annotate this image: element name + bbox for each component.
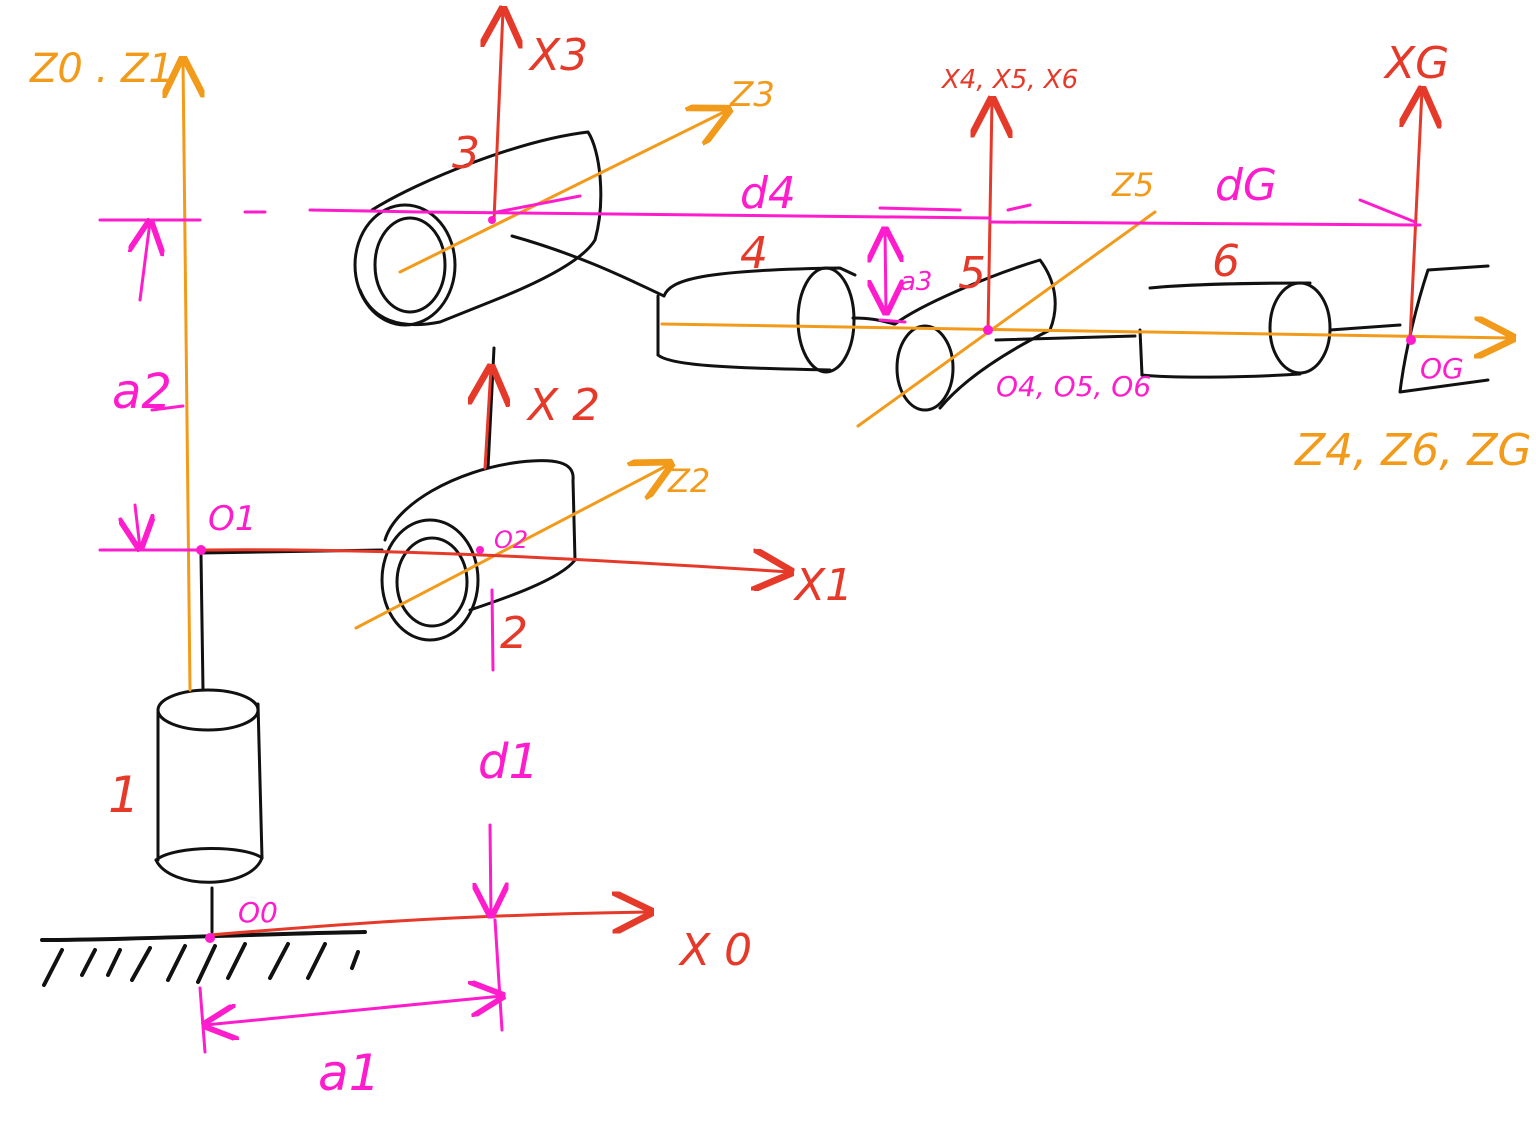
label-z5: Z5 [1111, 166, 1154, 204]
label-a3: a3 [900, 267, 932, 297]
joint6-cylinder [1138, 281, 1332, 379]
x1-axis [201, 548, 790, 572]
joint5-cylinder [893, 258, 1057, 412]
origin-points [196, 216, 1416, 943]
label-o2: O2 [494, 526, 528, 554]
joint-number-6: 6 [1212, 236, 1240, 287]
label-x2: X 2 [526, 380, 600, 431]
joint2-cylinder [380, 459, 577, 642]
label-dg: dG [1215, 160, 1277, 211]
label-a2: a2 [112, 364, 172, 420]
dimension-lines [98, 194, 1422, 1054]
label-z46g: Z4, Z6, ZG [1294, 425, 1531, 476]
label-x1: X1 [793, 560, 853, 611]
origin-o1 [196, 545, 206, 555]
x3-axis [494, 10, 503, 222]
label-og: OG [1420, 352, 1464, 385]
label-x3: X3 [528, 30, 588, 81]
label-o456: O4, O5, O6 [996, 370, 1151, 403]
origin-o2 [476, 546, 484, 554]
label-z2: Z2 [667, 462, 710, 500]
origin-o0 [205, 933, 215, 943]
z-axes [183, 60, 1512, 692]
x-axes [201, 10, 1422, 937]
x456-axis [988, 100, 992, 334]
joint4-cylinder [656, 266, 857, 374]
label-x456: X4, X5, X6 [940, 65, 1078, 95]
label-z3: Z3 [729, 75, 775, 115]
joint-number-5: 5 [958, 248, 986, 299]
joint3-cylinder [353, 130, 603, 327]
z2-axis [354, 464, 670, 630]
joint1-cylinder [154, 688, 264, 884]
x2-axis [485, 368, 491, 470]
z0-z1-axis [183, 60, 190, 692]
origin-o3 [488, 216, 496, 224]
z5-axis [856, 210, 1157, 428]
label-d1: d1 [478, 734, 539, 790]
joint-number-4: 4 [740, 228, 768, 279]
xg-axis [1410, 90, 1422, 342]
z3-axis [398, 110, 728, 274]
label-d4: d4 [740, 168, 796, 219]
joint-number-2: 2 [500, 608, 528, 659]
origin-o456 [983, 325, 993, 335]
label-xg: XG [1383, 38, 1449, 89]
links [154, 130, 1490, 934]
joint-number-3: 3 [452, 128, 480, 179]
label-o0: O0 [238, 896, 278, 929]
z4-z6-zg-axis [660, 324, 1512, 338]
origin-og [1406, 335, 1416, 345]
label-a1: a1 [318, 1044, 380, 1102]
label-o1: O1 [208, 499, 256, 539]
joint-number-1: 1 [108, 766, 140, 824]
x0-axis [208, 912, 650, 937]
label-x0: X 0 [678, 925, 752, 976]
label-z0-z1: Z0 . Z1 [29, 46, 174, 92]
ground [40, 930, 367, 987]
